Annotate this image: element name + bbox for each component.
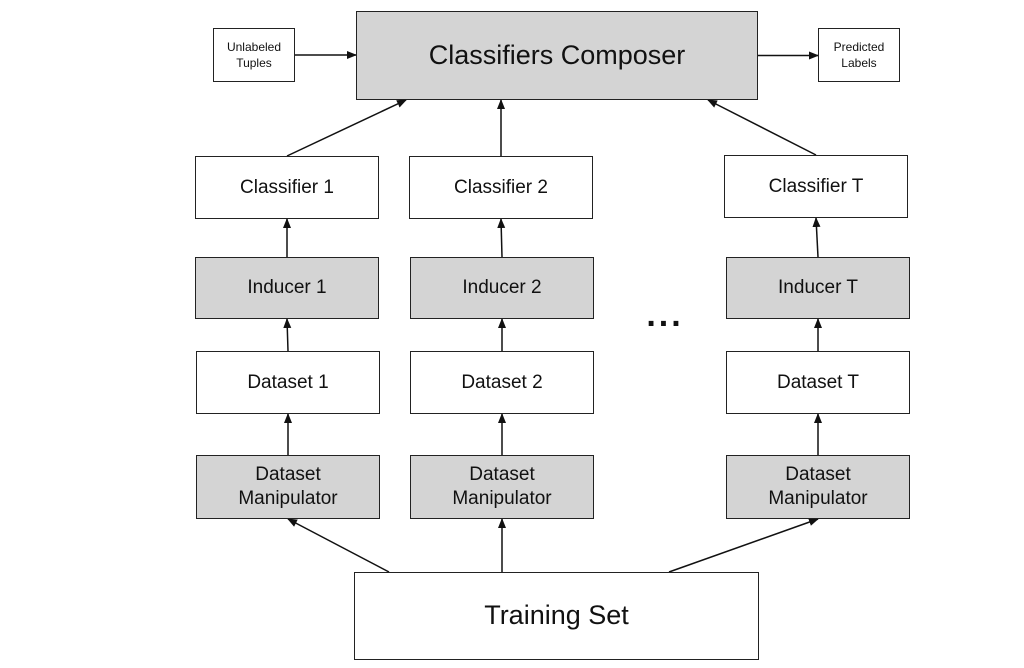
dataset-1-label: Dataset 1 [247,371,329,393]
dataset-t-node: Dataset T [726,351,910,414]
dataset-t-label: Dataset T [776,371,860,393]
dataset-1-node: Dataset 1 [196,351,380,414]
edge-training-to-manipT [668,518,819,573]
dataset-manipulator-t-node: Dataset Manipulator [726,455,910,519]
inducer-t-label: Inducer T [778,277,858,299]
dataset-manipulator-1-label: Dataset Manipulator [238,464,338,509]
dataset-2-node: Dataset 2 [410,351,594,414]
dataset-2-label: Dataset 2 [461,371,543,393]
inducer-2-node: Inducer 2 [410,257,594,319]
edge-inducerT-to-classifierT [812,217,821,258]
unlabeled-tuples-label: Unlabeled Tuples [226,39,282,70]
edge-inducer2-to-classifier2 [497,218,506,258]
classifier-t-node: Classifier T [724,155,908,218]
training-set-label: Training Set [484,600,629,631]
dataset-manipulator-1-node: Dataset Manipulator [196,455,380,519]
inducer-t-node: Inducer T [726,257,910,319]
dataset-manipulator-t-label: Dataset Manipulator [768,464,868,509]
edge-classifier1-to-composer [286,99,407,157]
inducer-1-node: Inducer 1 [195,257,379,319]
ellipsis-text: ... [646,296,684,334]
predicted-labels-label: Predicted Labels [833,39,885,70]
predicted-labels-node: Predicted Labels [818,28,900,82]
edge-classifierT-to-composer [707,99,817,156]
edge-dataset1-to-inducer1 [283,318,292,352]
classifier-1-label: Classifier 1 [240,176,334,198]
inducer-2-label: Inducer 2 [462,277,542,299]
training-set-node: Training Set [354,572,759,660]
classifier-2-label: Classifier 2 [454,176,548,198]
classifiers-composer-node: Classifiers Composer [356,11,758,100]
classifier-t-label: Classifier T [768,175,864,197]
unlabeled-tuples-node: Unlabeled Tuples [213,28,295,82]
classifier-2-node: Classifier 2 [409,156,593,219]
dataset-manipulator-2-label: Dataset Manipulator [452,464,552,509]
classifiers-composer-label: Classifiers Composer [428,39,686,70]
classifier-1-node: Classifier 1 [195,156,379,219]
inducer-1-label: Inducer 1 [247,277,327,299]
dataset-manipulator-2-node: Dataset Manipulator [410,455,594,519]
edge-training-to-manip1 [287,518,390,573]
